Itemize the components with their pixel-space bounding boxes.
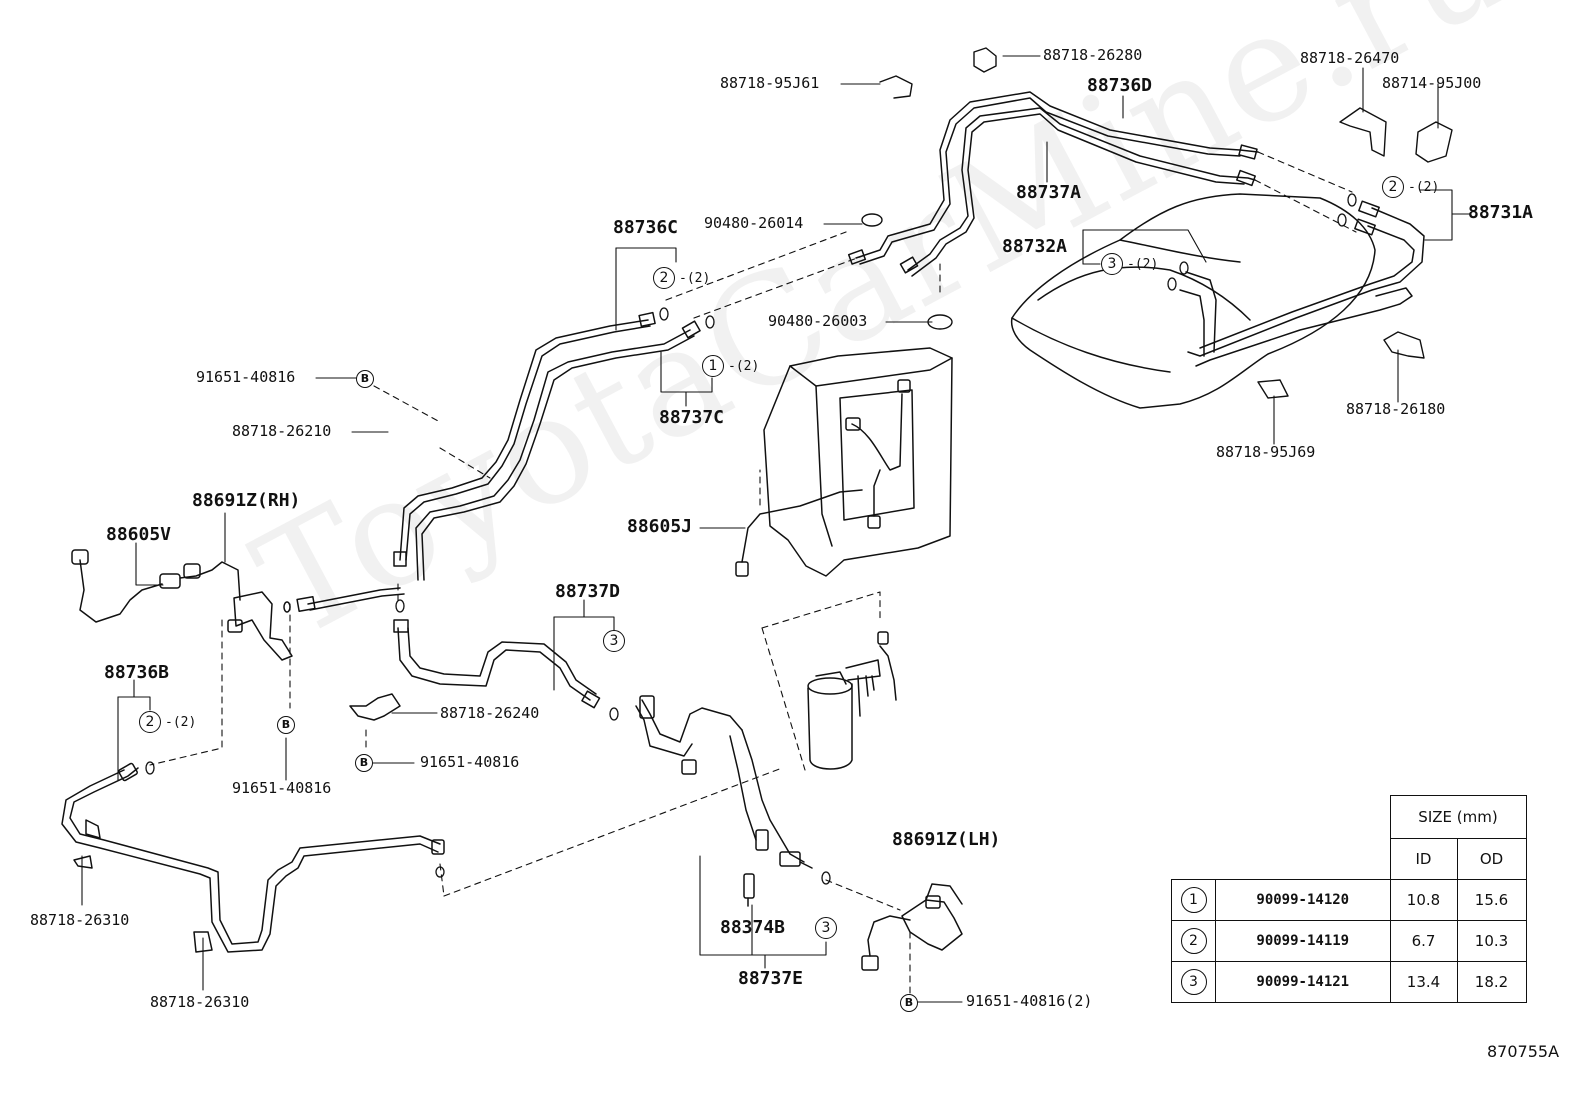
label-88718-26310-bottom[interactable]: 88718-26310 [150, 993, 250, 1011]
od-header: OD [1456, 838, 1527, 880]
o-ring-callout-2: 2 [653, 267, 675, 289]
lh-sensor [861, 883, 963, 971]
label-88737D[interactable]: 88737D [555, 581, 621, 602]
label-88718-95J69[interactable]: 88718-95J69 [1216, 443, 1316, 461]
label-90480-26003[interactable]: 90480-26003 [768, 312, 868, 330]
dashed-lines [149, 151, 1357, 1001]
o-rings [145, 193, 1357, 885]
o-ring-callout-1: 1 [702, 355, 724, 377]
label-88737A[interactable]: 88737A [1016, 182, 1082, 203]
left-assembly [61, 549, 445, 953]
label-88605J[interactable]: 88605J [627, 516, 693, 537]
label-88718-26210[interactable]: 88718-26210 [232, 422, 332, 440]
o-ring-size-table: SIZE (mm) ID OD 1 90099-14120 10.8 15.6 … [1171, 795, 1527, 1003]
ref-number: 1 [1180, 887, 1207, 913]
label-88736D[interactable]: 88736D [1087, 75, 1153, 96]
label-91651-40816-top[interactable]: 91651-40816 [196, 368, 296, 386]
label-88736B[interactable]: 88736B [104, 662, 170, 683]
outer-diameter: 15.6 [1456, 879, 1527, 921]
o-ring-callout-3: 3 [815, 917, 837, 939]
size-header: SIZE (mm) [1389, 795, 1527, 839]
fuel-tank [1010, 193, 1376, 409]
line-88736D [847, 91, 1259, 277]
part-number[interactable]: 90099-14119 [1215, 920, 1391, 962]
bolt-callout: B [356, 370, 374, 388]
label-88737E[interactable]: 88737E [738, 968, 804, 989]
ref-number: 2 [1180, 928, 1207, 954]
label-88731A[interactable]: 88731A [1468, 202, 1534, 223]
o-ring-callout-3: 3 [1101, 253, 1123, 275]
qty-label: -(2) [728, 359, 760, 374]
line-88737D [393, 619, 813, 907]
outer-diameter: 10.3 [1456, 920, 1527, 962]
label-88718-26310-left[interactable]: 88718-26310 [30, 911, 130, 929]
bolt-callout: B [900, 994, 918, 1012]
clips-top [861, 47, 1453, 399]
label-88737C[interactable]: 88737C [659, 407, 725, 428]
table-row: 1 90099-14120 10.8 15.6 [1171, 879, 1527, 921]
part-number[interactable]: 90099-14121 [1215, 961, 1391, 1003]
id-header: ID [1389, 838, 1458, 880]
label-88718-26180[interactable]: 88718-26180 [1346, 400, 1446, 418]
ref-number: 3 [1180, 969, 1207, 995]
label-88732A[interactable]: 88732A [1002, 236, 1068, 257]
inner-diameter: 10.8 [1389, 879, 1458, 921]
o-ring-callout-3: 3 [603, 630, 625, 652]
qty-label: -(2) [679, 271, 711, 286]
line-88736C [296, 311, 701, 613]
inner-diameter: 6.7 [1389, 920, 1458, 962]
label-88718-26470[interactable]: 88718-26470 [1300, 49, 1400, 67]
table-row: 2 90099-14119 6.7 10.3 [1171, 920, 1527, 962]
qty-label: -(2) [1408, 180, 1440, 195]
label-88718-95J61[interactable]: 88718-95J61 [720, 74, 820, 92]
label-88736C[interactable]: 88736C [613, 217, 679, 238]
label-88605V[interactable]: 88605V [106, 524, 172, 545]
filter-canister [807, 631, 897, 770]
o-ring-callout-2: 2 [1382, 176, 1404, 198]
label-88691Z-LH[interactable]: 88691Z(LH) [892, 829, 1001, 850]
bolt-callout: B [355, 754, 373, 772]
bolt-callout: B [277, 716, 295, 734]
line-88731A [1179, 200, 1425, 367]
qty-label: -(2) [1127, 257, 1159, 272]
o-ring-callout-2: 2 [139, 711, 161, 733]
qty-label: -(2) [165, 715, 197, 730]
label-88374B[interactable]: 88374B [720, 917, 786, 938]
part-number[interactable]: 90099-14120 [1215, 879, 1391, 921]
inner-diameter: 13.4 [1389, 961, 1458, 1003]
label-88691Z-RH[interactable]: 88691Z(RH) [192, 490, 301, 511]
table-row: 3 90099-14121 13.4 18.2 [1171, 961, 1527, 1003]
label-88718-26280[interactable]: 88718-26280 [1043, 46, 1143, 64]
label-91651-40816-2[interactable]: 91651-40816(2) [966, 992, 1093, 1010]
leader-lines [81, 55, 1471, 1003]
actuator-assembly [735, 347, 953, 577]
outer-diameter: 18.2 [1456, 961, 1527, 1003]
label-88718-26240[interactable]: 88718-26240 [440, 704, 540, 722]
label-88714-95J00[interactable]: 88714-95J00 [1382, 74, 1482, 92]
label-90480-26014[interactable]: 90480-26014 [704, 214, 804, 232]
label-91651-40816-left[interactable]: 91651-40816 [232, 779, 332, 797]
label-91651-40816-mid[interactable]: 91651-40816 [420, 753, 520, 771]
diagram-code: 870755A [1487, 1042, 1560, 1061]
